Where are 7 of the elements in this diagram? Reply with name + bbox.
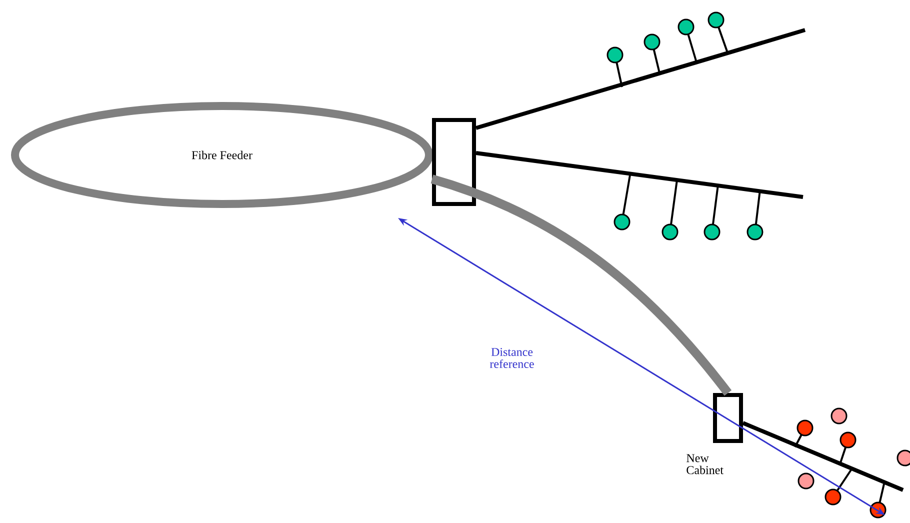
node-caption: New Cabinet xyxy=(686,454,724,474)
feeder-ring: Fibre Feeder xyxy=(11,102,433,208)
cable-line xyxy=(430,174,732,396)
cable-line xyxy=(475,28,806,130)
cabinet-box xyxy=(432,118,476,206)
cabinet-box xyxy=(713,393,743,443)
dimension-label: Distance reference xyxy=(490,348,534,368)
